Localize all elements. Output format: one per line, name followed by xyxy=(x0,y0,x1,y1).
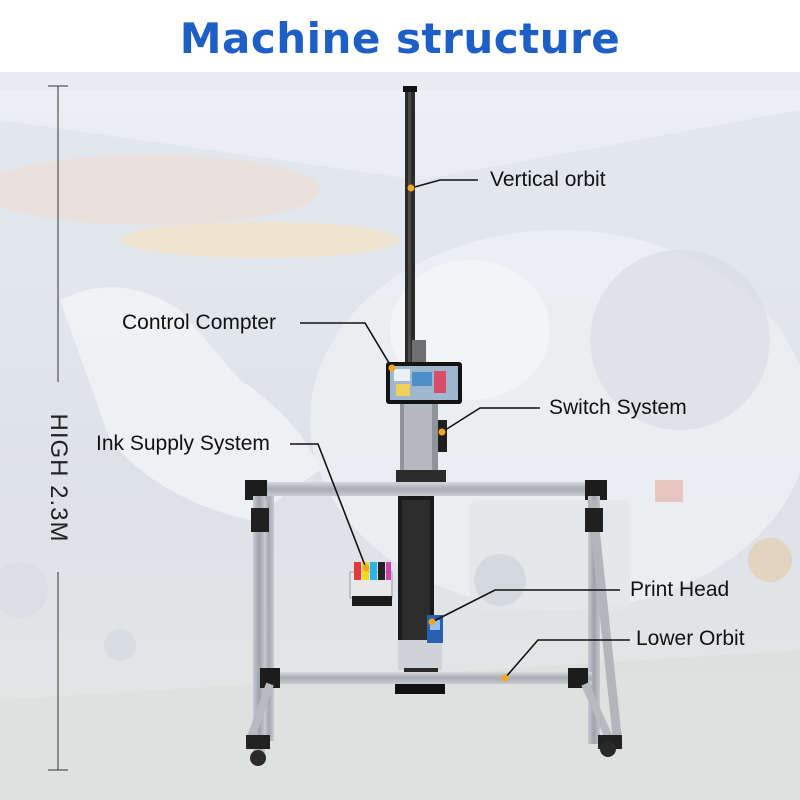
callout-line-lower-orbit xyxy=(504,639,630,679)
page-title: Machine structure xyxy=(179,14,621,63)
callout-line-ink-supply xyxy=(290,443,367,569)
label-print-head: Print Head xyxy=(630,578,730,601)
label-vertical-orbit: Vertical orbit xyxy=(490,168,606,191)
ink-supply-unit xyxy=(349,562,393,606)
height-dimension-line xyxy=(48,85,68,771)
label-switch-system: Switch System xyxy=(549,396,687,419)
label-lower-orbit: Lower Orbit xyxy=(636,627,745,650)
callouts xyxy=(290,179,630,679)
callout-line-vertical-orbit xyxy=(410,179,478,189)
callout-line-control-computer xyxy=(300,322,393,369)
label-ink-supply-system: Ink Supply System xyxy=(96,432,270,455)
label-control-computer: Control Compter xyxy=(122,311,277,334)
callout-dots xyxy=(362,184,509,682)
upper-rail xyxy=(248,482,604,496)
height-label: HIGH 2.3M xyxy=(45,413,72,543)
lower-orbit-rail xyxy=(262,672,592,684)
callout-line-print-head xyxy=(431,589,620,623)
wall-printer-machine xyxy=(245,86,623,766)
callout-line-switch-system xyxy=(441,407,540,433)
